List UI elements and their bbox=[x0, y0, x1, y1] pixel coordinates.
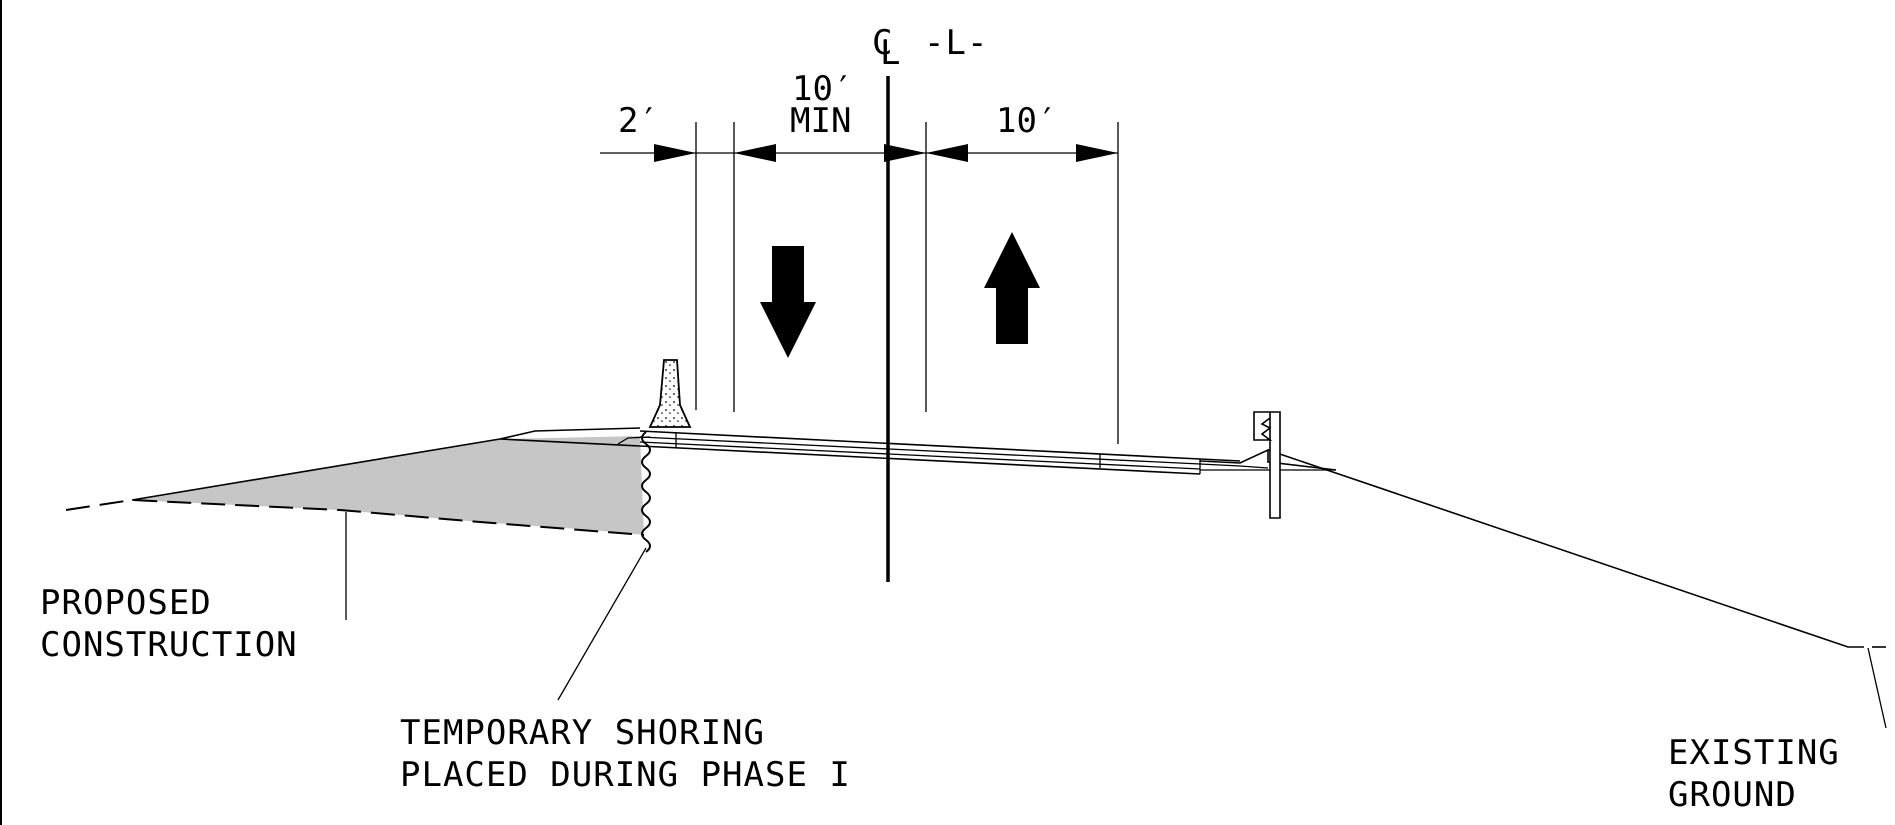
existing-shoulder-left bbox=[499, 427, 641, 440]
arrowhead-lane-right-start bbox=[926, 144, 968, 162]
arrowhead-lane-right-end bbox=[1076, 144, 1118, 162]
arrowhead-2ft bbox=[654, 144, 696, 162]
proposed-dashed-line bbox=[65, 498, 645, 536]
shoring-label-line2: PLACED DURING PHASE I bbox=[400, 755, 851, 795]
ground-line-right-2 bbox=[1239, 465, 1269, 469]
dim-label-lane-right: 10′ bbox=[996, 101, 1057, 141]
existing-label-line1: EXISTING bbox=[1668, 733, 1840, 773]
concrete-barrier bbox=[648, 359, 692, 428]
proposed-slope-line bbox=[131, 438, 501, 501]
dim-label-2ft: 2′ bbox=[618, 101, 659, 141]
proposed-label-line1: PROPOSED bbox=[40, 583, 212, 623]
shoring-leader-line bbox=[557, 547, 647, 701]
shoring-label-line1: TEMPORARY SHORING bbox=[400, 713, 765, 753]
arrowhead-lane-left-end bbox=[884, 144, 926, 162]
proposed-label-line2: CONSTRUCTION bbox=[40, 625, 298, 665]
existing-label-line2: GROUND bbox=[1668, 775, 1797, 815]
dim-label-lane-left-top: 10′ bbox=[792, 69, 853, 109]
arrowhead-lane-left-start bbox=[734, 144, 776, 162]
traffic-arrow-up bbox=[984, 232, 1040, 344]
dim-label-lane-left-bottom: MIN bbox=[790, 101, 851, 141]
centerline-name: -L- bbox=[924, 23, 988, 63]
existing-leader-line bbox=[1867, 647, 1887, 729]
guardrail-post bbox=[1253, 411, 1281, 519]
centerline-symbol: C bbox=[872, 23, 893, 63]
temporary-shoring bbox=[641, 431, 651, 553]
pavement-layer-2 bbox=[639, 441, 1201, 470]
existing-ground-line bbox=[1267, 449, 1864, 648]
centerline-subscript: L bbox=[880, 33, 901, 73]
traffic-arrow-down bbox=[760, 246, 816, 358]
pavement-bottom bbox=[499, 438, 1201, 475]
proposed-fill-area bbox=[132, 436, 644, 535]
